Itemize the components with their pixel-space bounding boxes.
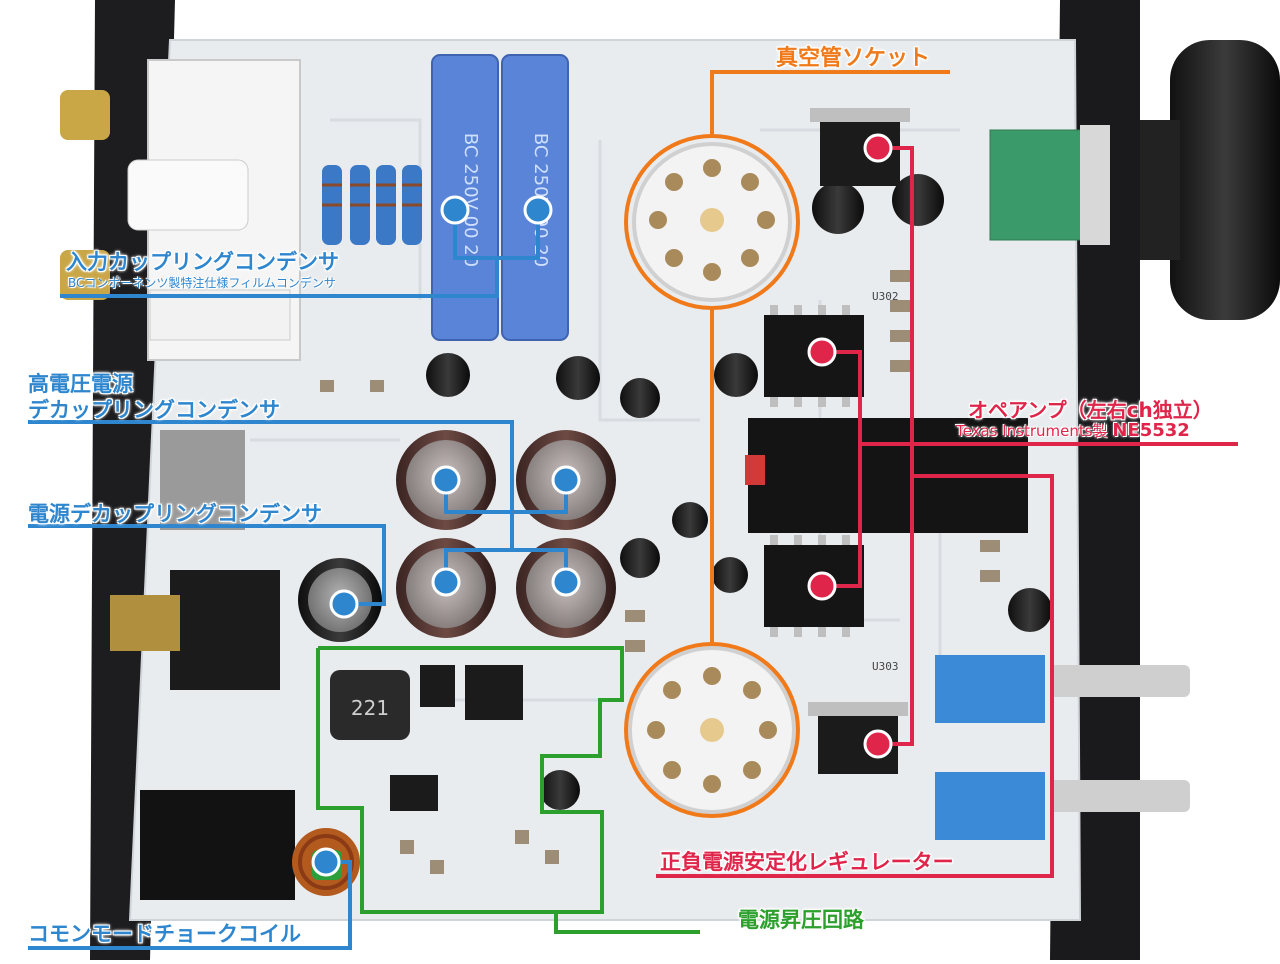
- label-hv-decoupling-1: 高電圧電源: [28, 372, 133, 396]
- green-trimmer: [989, 125, 1110, 245]
- annotation-boost-circuit: [316, 646, 700, 934]
- tube-socket-bottom: [628, 646, 796, 814]
- regulator-bottom: [808, 702, 908, 774]
- opamp-maker: Texas Instruments製: [956, 422, 1108, 440]
- opamp-part: NE5532: [1112, 420, 1190, 441]
- annotation-input-coupling: [60, 195, 553, 298]
- volume-knob: [1140, 40, 1280, 320]
- silk-u303: U303: [872, 660, 899, 673]
- boost-ics: [390, 665, 523, 811]
- label-input-coupling-sub: BCコンポーネンツ製特注仕様フィルムコンデンサ: [68, 276, 336, 290]
- silk-u302: U302: [872, 290, 899, 303]
- rca-input-jacks: [60, 59, 301, 361]
- pcb-silkscreen: U302 U303: [872, 290, 899, 673]
- label-tube-socket: 真空管ソケット: [776, 46, 931, 71]
- annotation-hv-decoupling: [28, 420, 581, 597]
- annotation-opamp: [807, 337, 1238, 601]
- toggle-switches: [935, 655, 1190, 840]
- power-jacks: [110, 430, 295, 900]
- label-opamp-sub: Texas Instruments製 NE5532: [956, 420, 1190, 441]
- label-boost-circuit: 電源昇圧回路: [738, 908, 864, 932]
- film-cap-marking: BC 250V 00 20: [460, 133, 481, 267]
- annotation-tube-socket: [624, 70, 950, 818]
- smd-components: [320, 270, 1000, 874]
- label-hv-decoupling-2: デカップリングコンデンサ: [28, 398, 280, 422]
- inductor-marking: 221: [351, 696, 389, 720]
- boost-inductor: 221: [330, 670, 410, 740]
- annotation-regulator: [656, 133, 1054, 878]
- annotation-psu-decoupling: [28, 524, 386, 619]
- tube-socket-top: [632, 142, 792, 302]
- label-choke-coil: コモンモードチョークコイル: [28, 922, 301, 946]
- label-psu-decoupling: 電源デカップリングコンデンサ: [28, 502, 322, 526]
- label-regulator: 正負電源安定化レギュレーター: [660, 850, 954, 874]
- annotation-choke: [28, 847, 352, 950]
- resistor-array: [322, 165, 422, 245]
- label-input-coupling: 入力カップリングコンデンサ: [66, 250, 339, 274]
- label-opamp: オペアンプ（左右ch独立）: [968, 398, 1213, 422]
